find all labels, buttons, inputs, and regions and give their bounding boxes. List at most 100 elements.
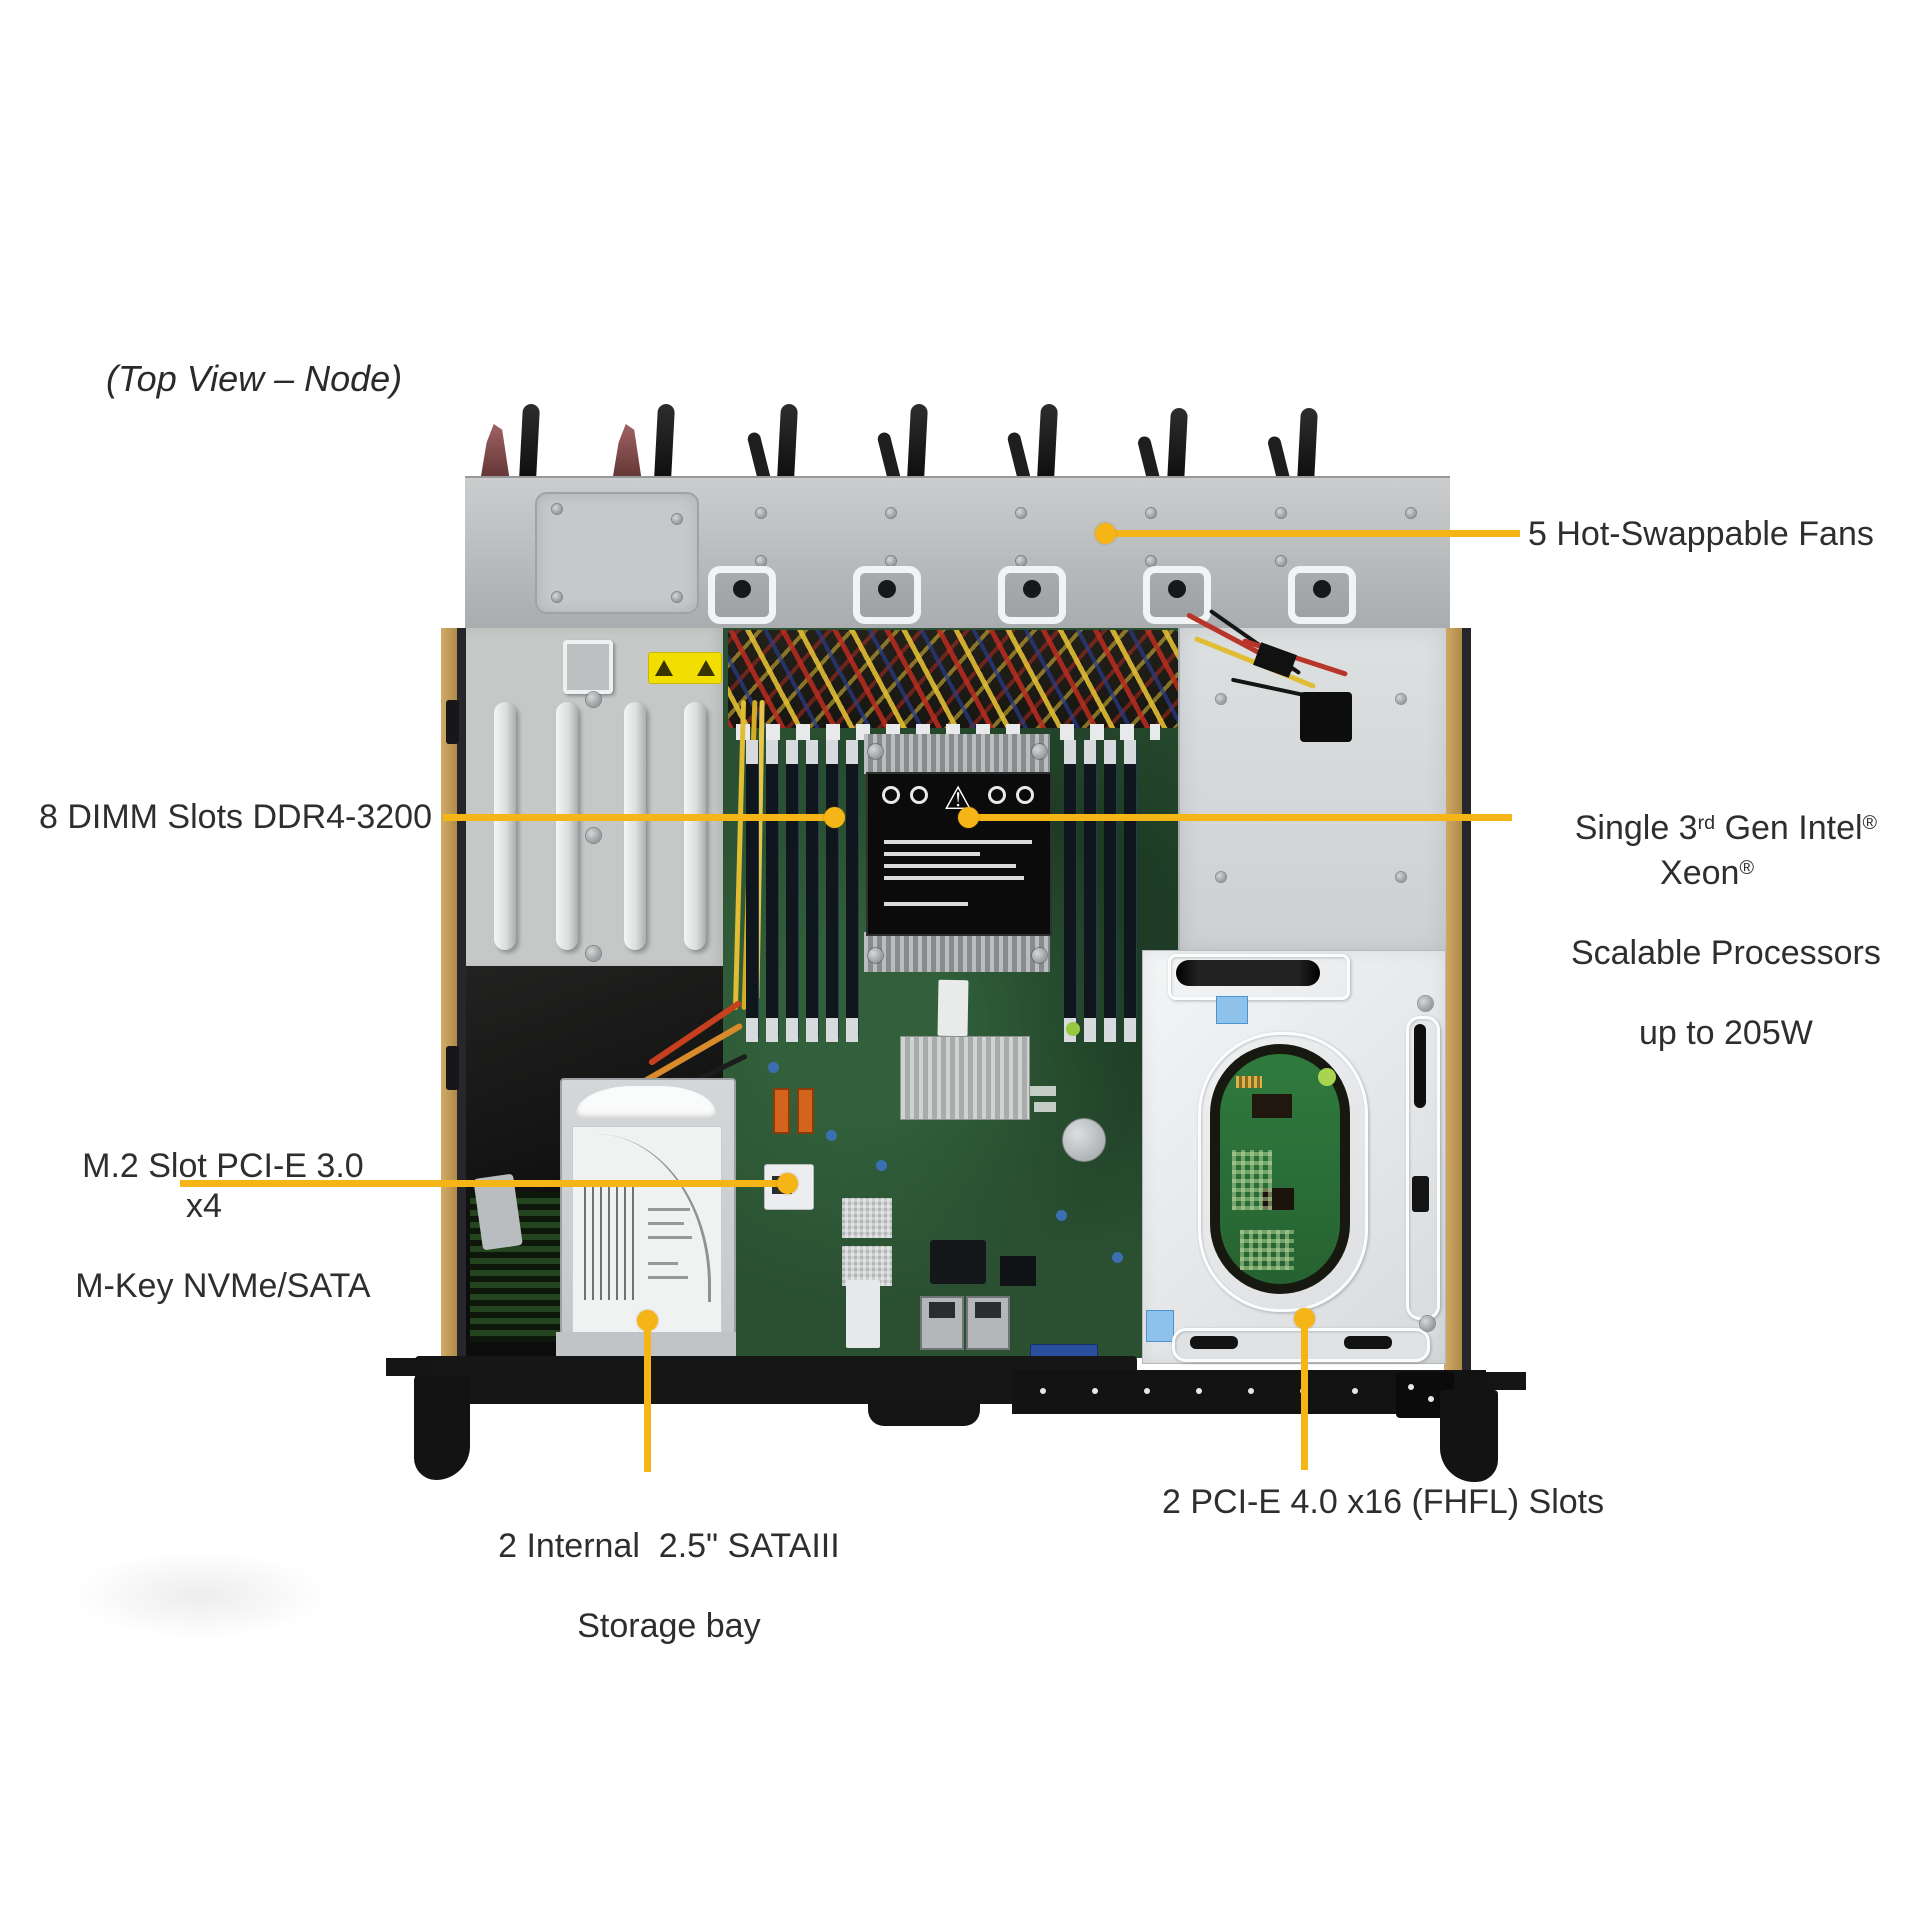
chassis-tab [868, 1400, 980, 1426]
fan-bracket [853, 566, 921, 624]
rivet-icon [1092, 1388, 1098, 1394]
screw-icon [886, 508, 896, 518]
riser-pads [1240, 1230, 1294, 1270]
rack-ear-flange [386, 1358, 432, 1376]
callout-label-cpu: Single 3rd Gen Intel® Xeon® Scalable Pro… [1495, 763, 1919, 1093]
slot-blank [624, 702, 646, 950]
screw-icon [1396, 872, 1406, 882]
led-icon [1318, 1068, 1336, 1086]
screw-icon [552, 504, 562, 514]
callout-label-storage: 2 Internal 2.5" SATAIII Storage bay [460, 1486, 840, 1686]
sata-connector [773, 1088, 790, 1134]
screw-icon [586, 692, 601, 707]
heatsink-screw-icon [1032, 744, 1047, 759]
rivet-icon [1144, 1388, 1150, 1394]
led-icon [1066, 1022, 1080, 1036]
right-side-rail [1444, 628, 1462, 1370]
slot-pad [1344, 1336, 1392, 1349]
slot-blank [494, 702, 516, 950]
thermal-pad [842, 1246, 892, 1286]
rack-ear-left [414, 1376, 470, 1480]
fan-bracket [998, 566, 1066, 624]
drive-label-line [648, 1208, 690, 1211]
rivet-icon [1408, 1384, 1414, 1390]
riser-window-ridge [1198, 1032, 1368, 1312]
latch-clip [1412, 1176, 1429, 1212]
fan-bracket-hole [1023, 580, 1041, 598]
screw-glyph-icon [988, 786, 1006, 804]
rail-clip [446, 1046, 459, 1090]
fan-clip-lever-icon [776, 403, 799, 483]
heatsink-screw-icon [868, 744, 883, 759]
cpu-label-line3: up to 205W [1638, 1013, 1813, 1052]
callout-label-dimm: 8 DIMM Slots DDR4-3200 [38, 798, 432, 836]
rack-ear-flange [1486, 1372, 1526, 1390]
warning-triangle-icon [655, 660, 673, 676]
rivet-icon [1428, 1396, 1434, 1402]
screw-icon [586, 828, 601, 843]
warning-triangle-icon [697, 660, 715, 676]
io-module [846, 1280, 880, 1348]
latch-pin [1414, 1024, 1426, 1108]
fan-tray-plate [535, 492, 699, 614]
label-text-line [884, 902, 968, 906]
screw-glyph-icon [910, 786, 928, 804]
drive-label-line [648, 1236, 692, 1239]
fan-clip-lever-icon [653, 403, 676, 483]
screw-glyph-icon [1016, 786, 1034, 804]
riser-pins [1236, 1076, 1262, 1088]
fan-clip-lever-icon [1297, 407, 1318, 485]
fan-clip-hook-icon [746, 431, 771, 481]
screw-icon [886, 556, 896, 566]
callout-dot-m2 [777, 1173, 798, 1194]
screw-icon [1276, 508, 1286, 518]
blue-sticker [1216, 996, 1248, 1024]
silkscreen-mark [1034, 1102, 1056, 1112]
cpu-heatsink-fins [864, 734, 1050, 774]
screw-icon [1418, 996, 1433, 1011]
rivet-icon [1248, 1388, 1254, 1394]
screw-icon [1216, 694, 1226, 704]
storage-label-line1: 2 Internal 2.5" SATAIII [498, 1527, 840, 1565]
heatsink-screw-icon [868, 948, 883, 963]
power-connector [1300, 692, 1352, 742]
label-text-line [884, 876, 1024, 880]
capacitor-icon [876, 1160, 887, 1171]
capacitor-icon [1056, 1210, 1067, 1221]
callout-label-m2: M.2 Slot PCI-E 3.0 x4 M-Key NVMe/SATA [28, 1106, 380, 1346]
screw-icon [1016, 556, 1026, 566]
m2-label-line2: M-Key NVMe/SATA [75, 1267, 371, 1305]
panel-bracket [563, 640, 613, 694]
screw-icon [672, 514, 682, 524]
fan-clip-hook-icon [1006, 431, 1031, 481]
handle-channel [1168, 954, 1350, 1000]
cpu-label-line2: Scalable Processors [1570, 933, 1881, 972]
fan-bracket-hole [733, 580, 751, 598]
fan-bracket-hole [1313, 580, 1331, 598]
white-label [937, 979, 969, 1037]
label-text-line [884, 852, 980, 856]
screw-icon [756, 556, 766, 566]
callout-dot-cpu [958, 807, 979, 828]
label-text-line [884, 864, 1016, 868]
callout-line-cpu [968, 814, 1512, 821]
rail-clip [446, 700, 459, 744]
screw-icon [672, 592, 682, 602]
screw-icon [756, 508, 766, 518]
cmos-battery [1062, 1118, 1106, 1162]
screw-icon [1276, 556, 1286, 566]
heatsink-screw-icon [1032, 948, 1047, 963]
screw-icon [586, 946, 601, 961]
chip [930, 1240, 986, 1284]
label-text-line [884, 840, 1032, 844]
thermal-pad [842, 1198, 892, 1238]
callout-line-storage [644, 1320, 651, 1472]
page-shadow [70, 1550, 330, 1640]
callout-line-pcie [1301, 1318, 1308, 1470]
dimm-bank-right [1064, 740, 1144, 1042]
fan-bracket-hole [878, 580, 896, 598]
callout-dot-fans [1095, 523, 1116, 544]
screw-icon [1016, 508, 1026, 518]
warning-label [648, 652, 722, 684]
m2-label-line1: M.2 Slot PCI-E 3.0 x4 [82, 1147, 374, 1225]
